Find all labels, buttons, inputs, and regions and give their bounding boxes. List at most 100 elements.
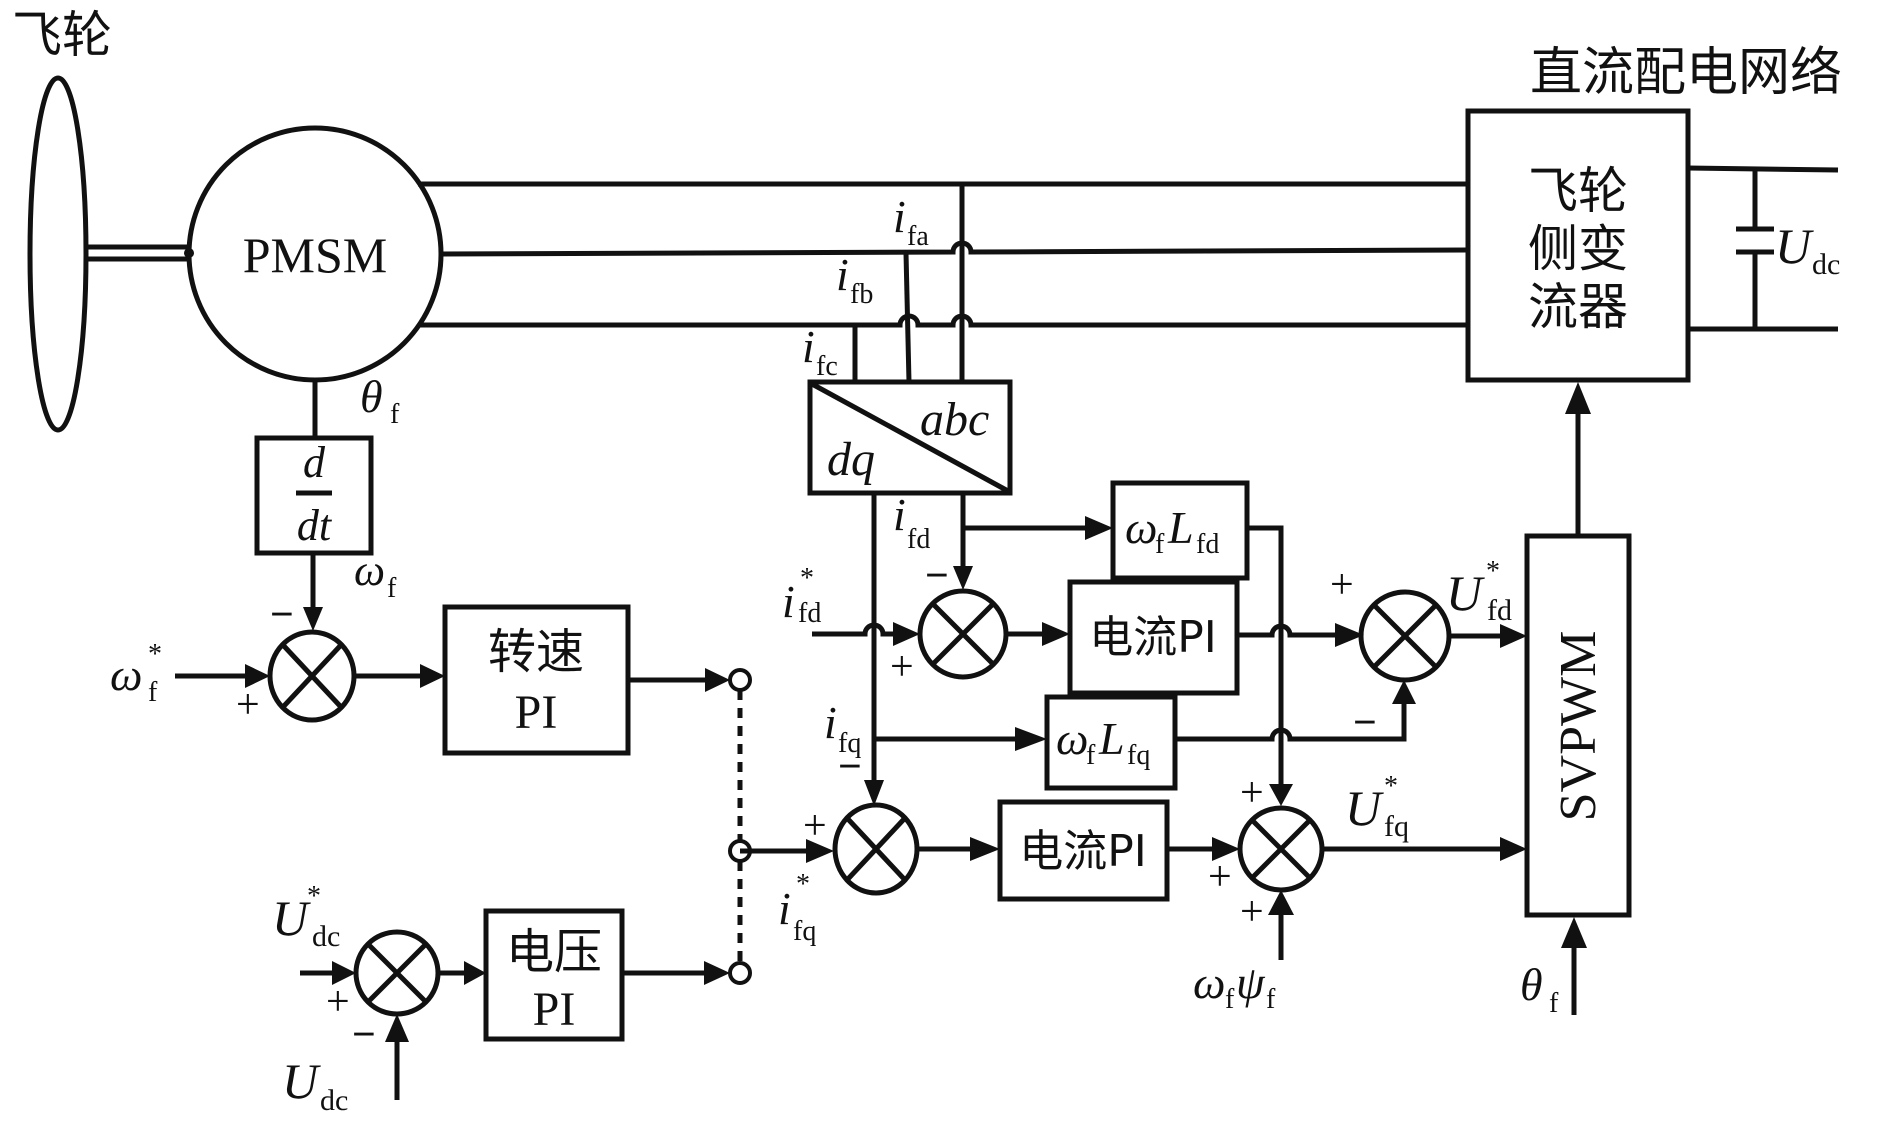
wLfq-label: ω f L fq (1056, 713, 1150, 771)
label-ifc: i fc (802, 321, 838, 382)
current-pi-q-out-arrow (1212, 837, 1240, 861)
svg-text:fc: fc (816, 351, 838, 382)
abc-label: abc (920, 393, 989, 446)
svg-text:fd: fd (1196, 529, 1219, 560)
id-to-wLfd-arrow (1085, 516, 1113, 540)
ufd-arrow (1500, 624, 1527, 648)
current-pi-q-block (997, 799, 1170, 902)
q-sum-plus-sign: + (803, 803, 827, 849)
voltage-sum-junction (353, 929, 441, 1017)
ufq-arrow (1500, 837, 1527, 861)
flywheel-disc (27, 75, 89, 433)
svg-text:f: f (1086, 740, 1096, 771)
svpwm-label: SVPWM (1550, 631, 1607, 822)
current-pi-d-block (1067, 579, 1240, 696)
d-output-sum-junction (1358, 589, 1452, 683)
switch-terminal-voltage[interactable] (728, 961, 752, 985)
label-ifd-ref: i * fd (782, 563, 821, 629)
svg-text:*: * (1384, 771, 1398, 802)
wLfd-to-q-sum-arrow (1269, 784, 1293, 806)
omega-psi-arrow (1268, 890, 1294, 915)
svg-text:U: U (1345, 780, 1384, 836)
label-omega-f-ref: ω * f (110, 639, 162, 708)
speed-pi-block (442, 604, 631, 756)
wLfq-to-d-sum-arrow (1392, 680, 1416, 704)
svg-text:L: L (1167, 502, 1194, 553)
label-ifb: i fb (836, 249, 873, 310)
d-sum-plus-sign: + (890, 644, 914, 690)
q-error-arrow (970, 837, 1000, 861)
current-pi-d-out-wire (1237, 623, 1340, 638)
svg-text:U: U (1446, 565, 1485, 621)
transform-diagonal (810, 381, 1010, 494)
svg-text:i: i (836, 249, 849, 300)
label-udc-feedback: U dc (282, 1053, 348, 1117)
label-omega-f: ω f (354, 546, 397, 604)
id-ref-wire (812, 622, 898, 637)
svg-text:θ: θ (1520, 959, 1543, 1010)
q-out-plus-left: + (1208, 854, 1232, 900)
svg-text:i: i (893, 191, 906, 242)
svg-text:*: * (800, 563, 814, 594)
dc-grid-title: 直流配电网络 (1530, 43, 1842, 103)
d-out-minus-sign: − (1353, 700, 1377, 746)
d-error-arrow (1042, 622, 1070, 646)
current-pi-q-label: 电流PI (1019, 826, 1147, 877)
pmsm-label: PMSM (243, 227, 388, 283)
ddt-denominator: dt (297, 501, 333, 550)
svg-text:ω: ω (110, 649, 142, 700)
svg-text:L: L (1098, 713, 1125, 764)
voltage-plus-sign: + (326, 979, 350, 1025)
label-ufd-ref: U * fd (1446, 556, 1512, 627)
speed-pi-label-line1: 转速 (488, 624, 584, 680)
svg-text:f: f (1155, 529, 1165, 560)
omega-ref-arrow (245, 664, 270, 688)
label-ifd: i fd (893, 489, 930, 555)
label-ifq: i fq (824, 697, 861, 759)
converter-label-line3: 流器 (1528, 278, 1628, 336)
id-ref-arrow (893, 622, 920, 646)
svg-text:f: f (1225, 984, 1235, 1015)
svg-text:*: * (307, 881, 321, 912)
flywheel-converter-block (1465, 108, 1691, 383)
q-out-plus-bottom: + (1240, 889, 1264, 935)
svg-text:*: * (796, 869, 810, 900)
d-sum-minus-sign: − (925, 553, 949, 599)
svg-text:ω: ω (1193, 957, 1225, 1008)
switch-terminal-speed[interactable] (728, 668, 752, 692)
svg-text:θ: θ (360, 371, 383, 422)
label-ufq-ref: U * fq (1345, 771, 1409, 843)
speed-plus-sign: + (236, 682, 260, 728)
voltage-pi-label-line1: 电压 (506, 924, 602, 980)
q-output-sum-junction (1237, 805, 1325, 893)
label-theta-f-motor: θ f (360, 371, 400, 430)
udc-ref-arrow (332, 961, 356, 985)
svg-text:fb: fb (850, 279, 873, 310)
q-sum-minus-sign: − (838, 744, 862, 790)
converter-label-line1: 飞轮 (1528, 162, 1628, 220)
svg-text:fq: fq (1127, 740, 1150, 771)
svg-text:fq: fq (793, 916, 816, 947)
svg-text:fd: fd (907, 524, 930, 555)
d-out-plus-sign: + (1330, 562, 1354, 608)
wLfq-to-d-sum-wire (1175, 700, 1407, 742)
voltage-pi-out-arrow (704, 961, 730, 985)
svg-text:dc: dc (1812, 248, 1840, 281)
wLfq-block (1044, 694, 1178, 791)
svg-text:ω: ω (354, 546, 385, 595)
iq-to-wLfq-arrow (1015, 727, 1047, 751)
svg-text:fd: fd (1487, 594, 1512, 627)
svg-text:f: f (148, 677, 158, 708)
svg-text:ψ: ψ (1236, 957, 1266, 1008)
omega-feedback-arrow (303, 607, 323, 631)
svg-text:i: i (782, 576, 795, 627)
speed-pi-out-arrow (705, 668, 730, 692)
q-input-sum-junction (832, 802, 920, 896)
svg-text:i: i (893, 489, 906, 540)
svg-text:f: f (1266, 984, 1276, 1015)
q-out-plus-top: + (1240, 770, 1264, 816)
label-udc-capacitor: U dc (1775, 218, 1840, 281)
theta-svpwm-arrow (1561, 917, 1587, 948)
dc-bus-positive (1687, 165, 1839, 173)
flywheel-title: 飞轮 (12, 6, 112, 64)
